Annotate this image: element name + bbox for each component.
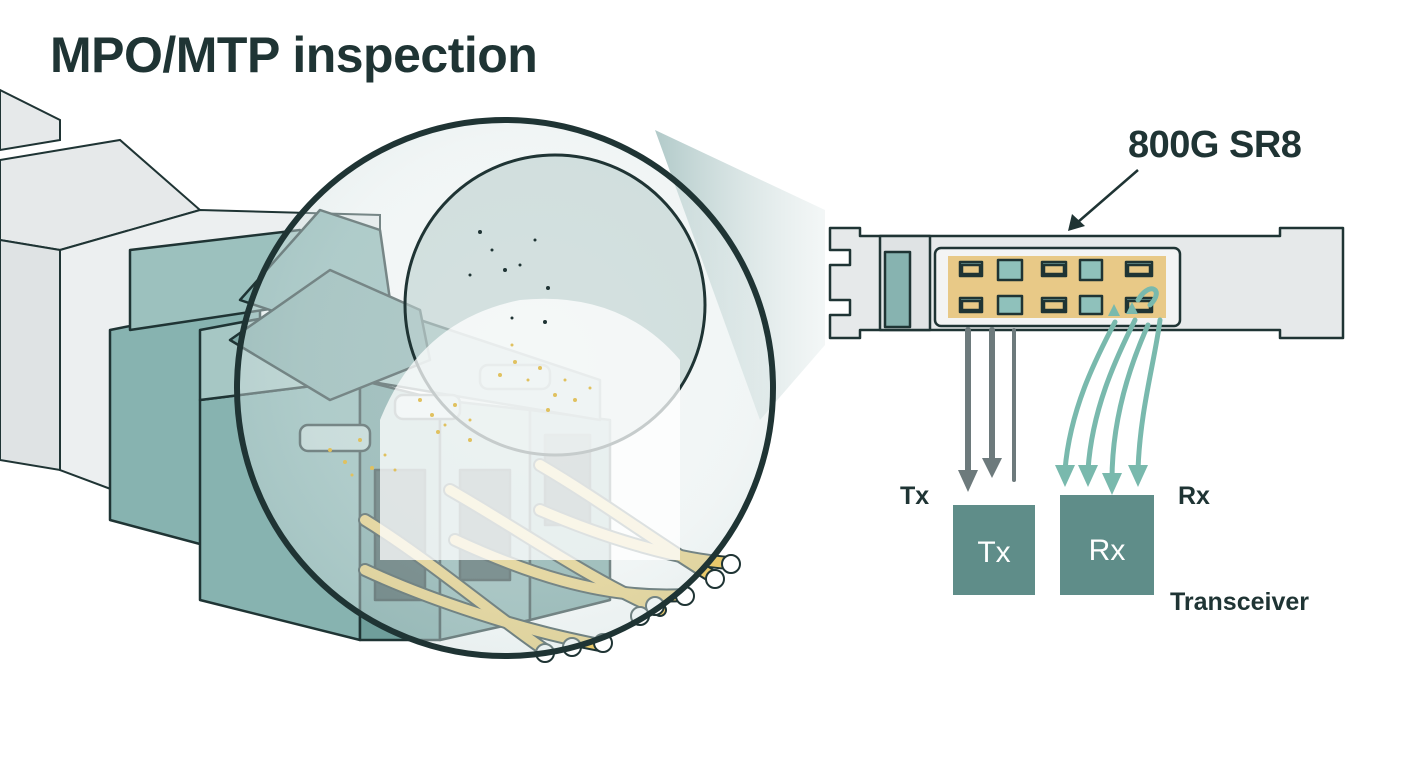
diagram-title: MPO/MTP inspection xyxy=(50,27,537,83)
tx-box-label: Tx xyxy=(977,536,1010,569)
tx-signal-arrows xyxy=(958,327,1016,492)
rx-signal-arrows xyxy=(1062,286,1163,483)
transceiver-label: Transceiver xyxy=(1170,588,1309,616)
model-label: 800G SR8 xyxy=(1128,124,1301,166)
rx-arrowheads xyxy=(1055,302,1148,495)
magnifier-lens xyxy=(234,117,776,659)
rx-box xyxy=(1060,495,1154,595)
model-pointer-arrow xyxy=(1068,169,1139,231)
tx-side-label: Tx xyxy=(900,482,929,510)
dust-particles xyxy=(468,230,550,324)
contamination-particles xyxy=(328,343,592,477)
rx-box-label: Rx xyxy=(1089,534,1126,567)
tx-box xyxy=(953,505,1035,595)
transceiver-module xyxy=(828,226,1345,340)
rx-side-label: Rx xyxy=(1178,482,1210,510)
